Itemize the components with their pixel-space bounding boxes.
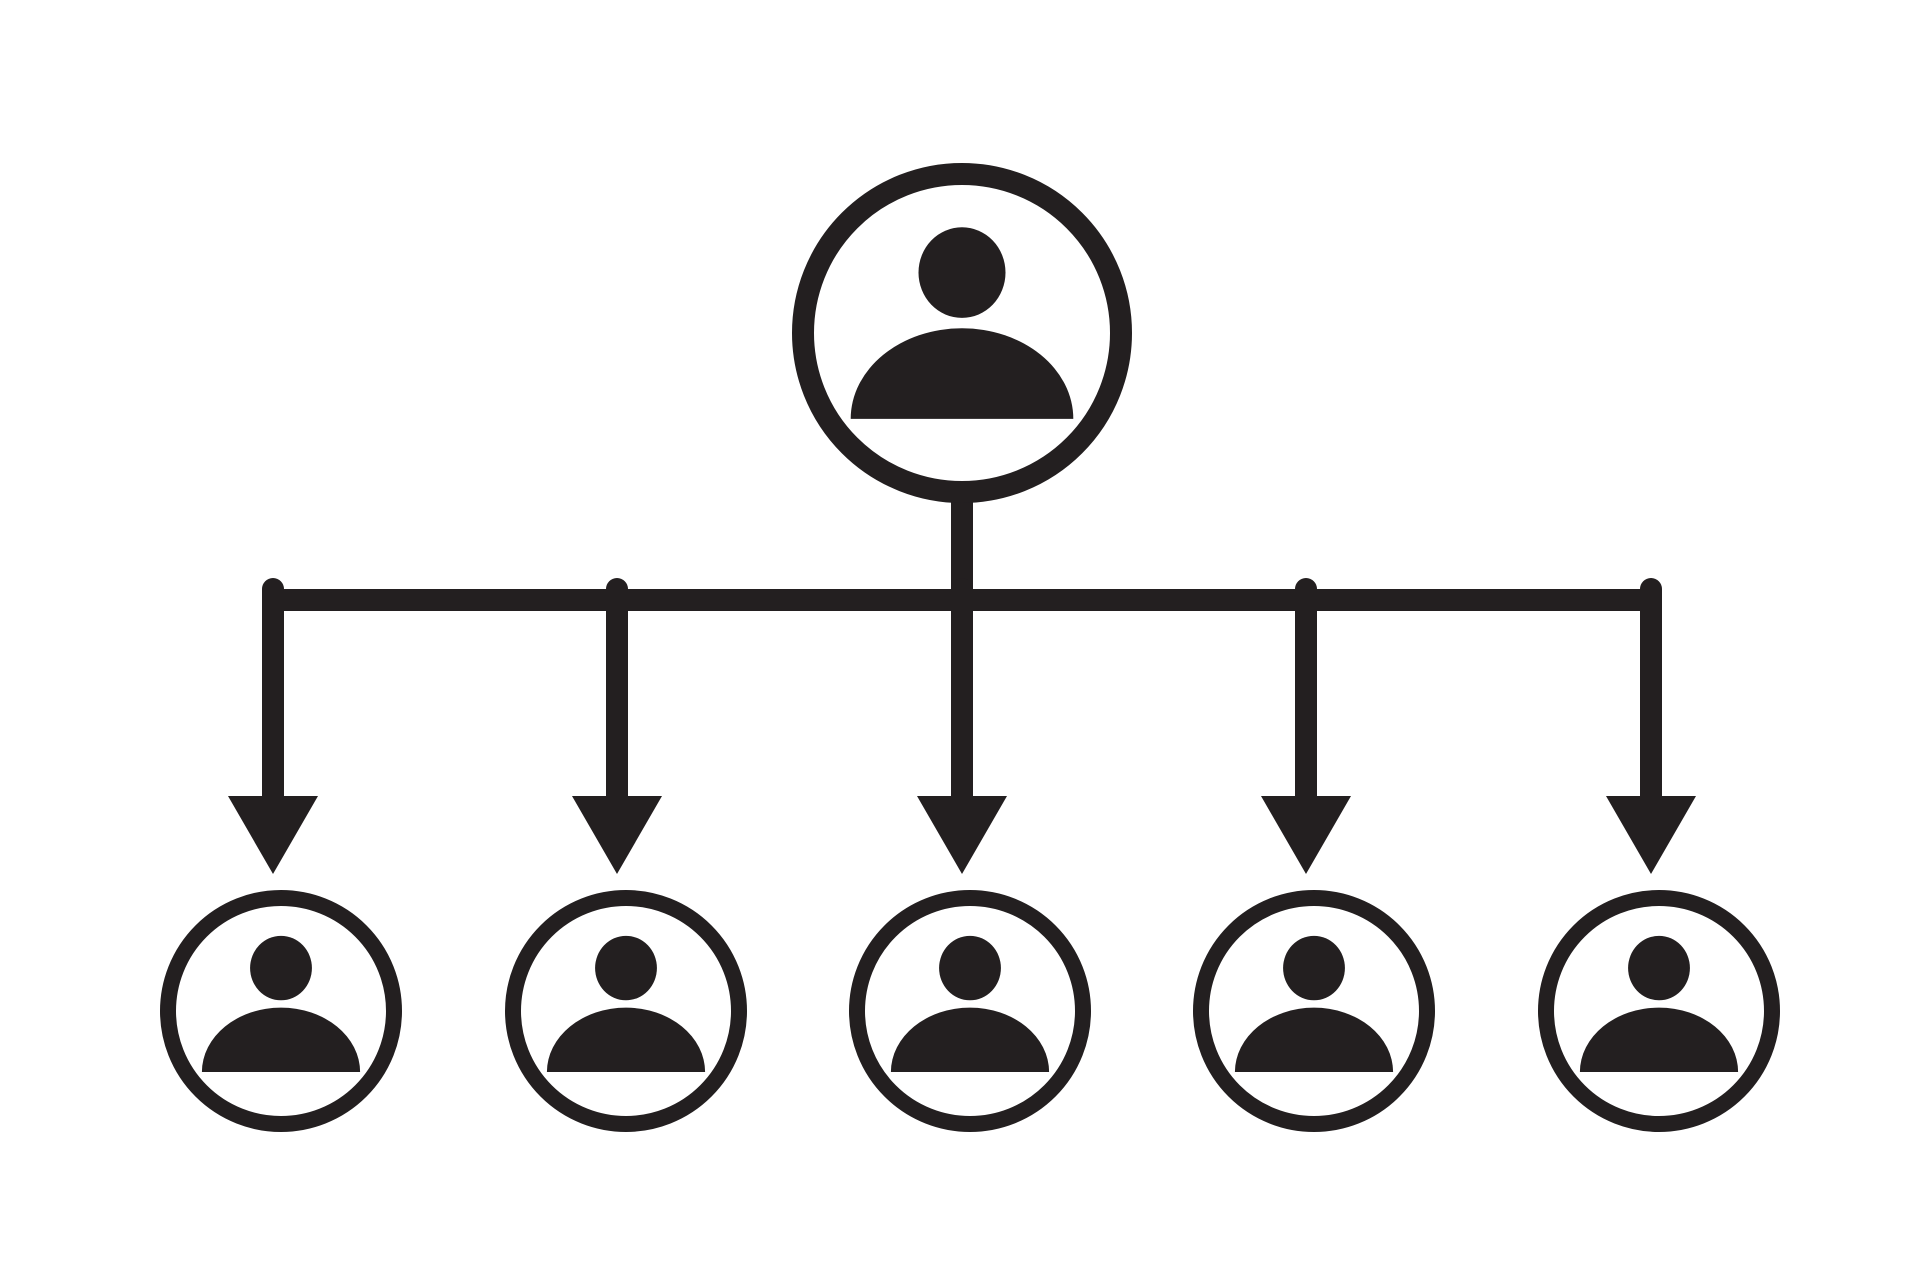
arrow-down-icon (1261, 796, 1351, 874)
root-person-node (792, 163, 1132, 503)
child-person-node-3 (849, 890, 1091, 1132)
child-person-node-1 (160, 890, 402, 1132)
person-body-icon (546, 1007, 706, 1073)
person-head-icon (918, 227, 1006, 318)
person-nodes (160, 163, 1780, 1132)
person-body-icon (850, 328, 1074, 419)
person-body-icon (201, 1007, 361, 1073)
person-body-icon (1579, 1007, 1739, 1073)
child-person-node-2 (505, 890, 747, 1132)
person-head-icon (1283, 935, 1345, 1001)
arrow-down-icon (917, 796, 1007, 874)
arrow-down-icon (1606, 796, 1696, 874)
person-head-icon (1628, 935, 1690, 1001)
person-head-icon (939, 935, 1001, 1001)
person-body-icon (890, 1007, 1050, 1073)
arrow-down-icon (572, 796, 662, 874)
child-person-node-5 (1538, 890, 1780, 1132)
child-person-node-4 (1193, 890, 1435, 1132)
arrow-down-icon (228, 796, 318, 874)
person-head-icon (250, 935, 312, 1001)
connector-lines (228, 501, 1696, 874)
person-body-icon (1234, 1007, 1394, 1073)
person-head-icon (595, 935, 657, 1001)
